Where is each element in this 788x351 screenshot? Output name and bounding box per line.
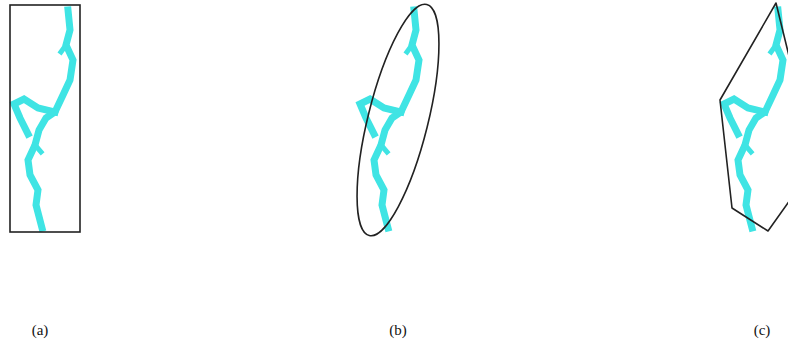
panel-label: (a) xyxy=(32,322,49,339)
panel-label: (b) xyxy=(389,322,407,339)
crack-shape xyxy=(14,10,73,228)
bounding-rectangle xyxy=(10,5,80,232)
panel-label: (c) xyxy=(754,322,771,339)
crack-shape xyxy=(360,10,419,228)
fitted-ellipse xyxy=(340,0,456,243)
convex-hull xyxy=(720,3,788,231)
